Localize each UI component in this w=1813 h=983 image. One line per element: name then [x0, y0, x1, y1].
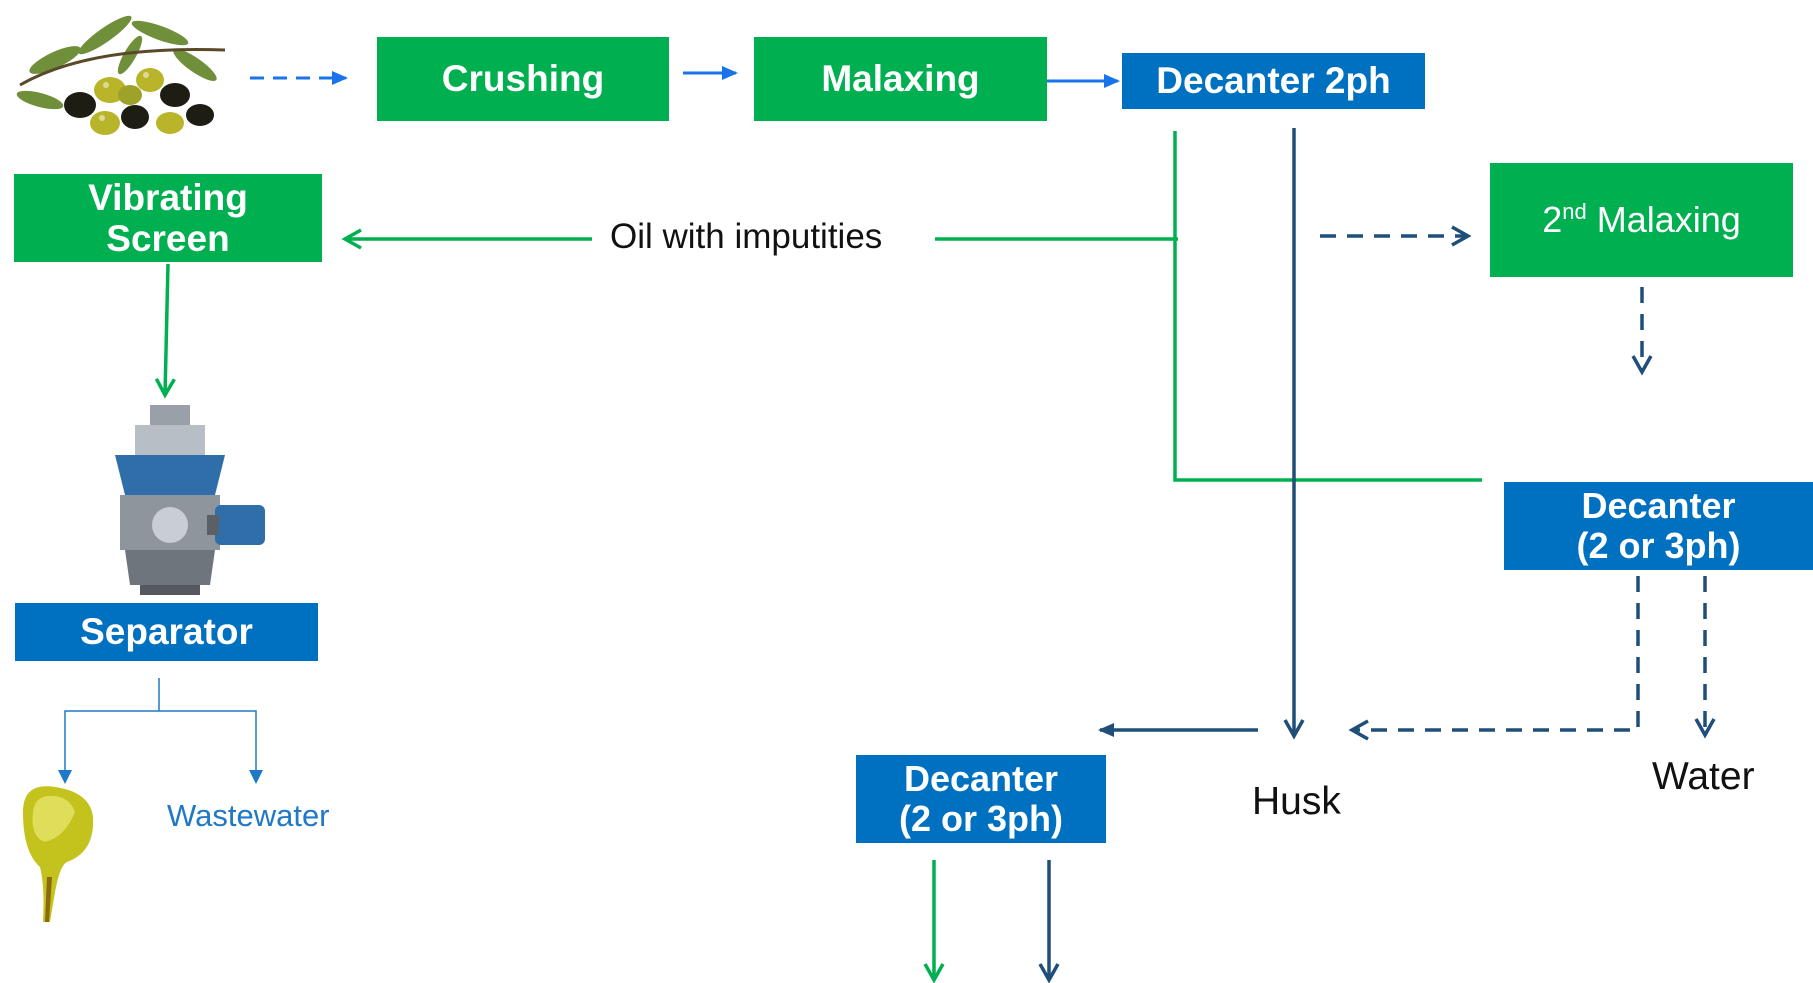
separator-box: Separator: [15, 603, 318, 661]
decanter-right-to-husk-line: [1348, 576, 1640, 741]
malaxing-box: Malaxing: [754, 37, 1047, 121]
decanter-right-label-line2: (2 or 3ph): [1576, 525, 1741, 566]
decanter-2ph-box: Decanter 2ph: [1122, 53, 1425, 109]
oil-drop-picture: [23, 786, 94, 922]
husk-label: Husk: [1252, 780, 1341, 823]
decanter-bottom-label-line1: Decanter: [903, 757, 1059, 799]
oil-with-impurities-label: Oil with imputities: [610, 217, 883, 256]
separator-output-branch: [64, 710, 257, 780]
decanter-bottom-box: Decanter (2 or 3ph): [856, 755, 1106, 843]
separator-label: Separator: [80, 611, 253, 653]
decanter-right-label-line1: Decanter: [1581, 484, 1736, 526]
malaxing-label: Malaxing: [821, 58, 980, 100]
separator-machine-picture: [115, 405, 265, 595]
decanter-right-box: Decanter (2 or 3ph): [1504, 482, 1813, 570]
decanter-2ph-label: Decanter 2ph: [1156, 60, 1391, 102]
vibrating-screen-label-line1: Vibrating: [88, 176, 248, 218]
vibrating-screen-to-separator-arrow: [154, 263, 176, 399]
olives-picture: [16, 15, 226, 135]
second-malaxing-label: 2nd Malaxing: [1542, 198, 1741, 240]
crushing-label: Crushing: [441, 58, 605, 100]
wastewater-label: Wastewater: [167, 798, 330, 833]
decanter-bottom-label-line2: (2 or 3ph): [898, 798, 1063, 839]
crushing-box: Crushing: [377, 37, 669, 121]
vibrating-screen-label-line2: Screen: [106, 218, 230, 259]
oil-return-line: [1173, 131, 1482, 482]
water-label: Water: [1652, 755, 1755, 798]
vibrating-screen-box: Vibrating Screen: [14, 174, 322, 262]
second-malaxing-box: 2nd Malaxing: [1490, 163, 1793, 277]
